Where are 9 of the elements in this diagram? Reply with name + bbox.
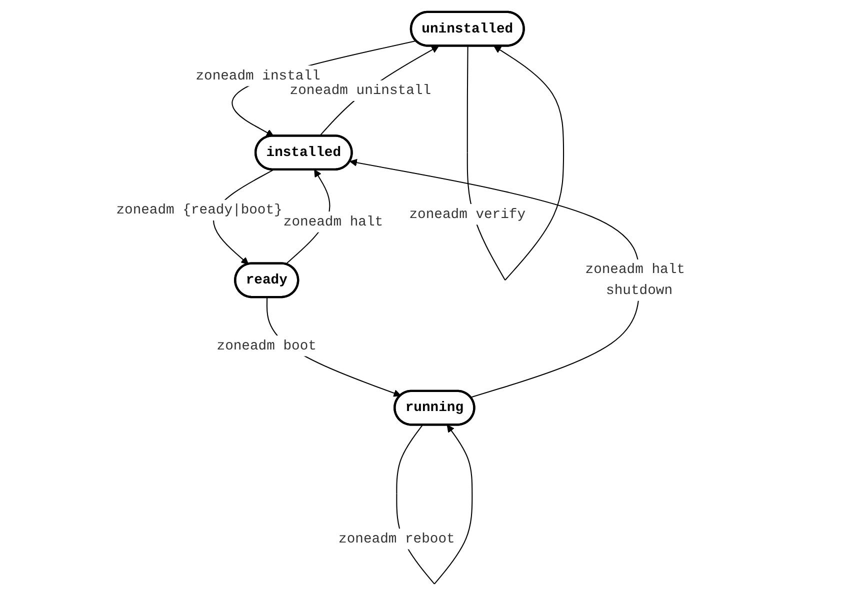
edge-label: zoneadm verify (409, 206, 526, 222)
edge-label: zoneadm boot (216, 338, 316, 354)
arrow (350, 158, 640, 398)
edge-label: zoneadm install (196, 68, 320, 84)
edge-label: zoneadm halt shutdown (585, 262, 685, 298)
edge-label: zoneadm reboot (338, 531, 455, 547)
edge-label: zoneadm uninstall (290, 82, 432, 98)
edge-label: zoneadm halt (283, 214, 384, 230)
edge-label: zoneadm {ready|boot} (116, 202, 282, 218)
